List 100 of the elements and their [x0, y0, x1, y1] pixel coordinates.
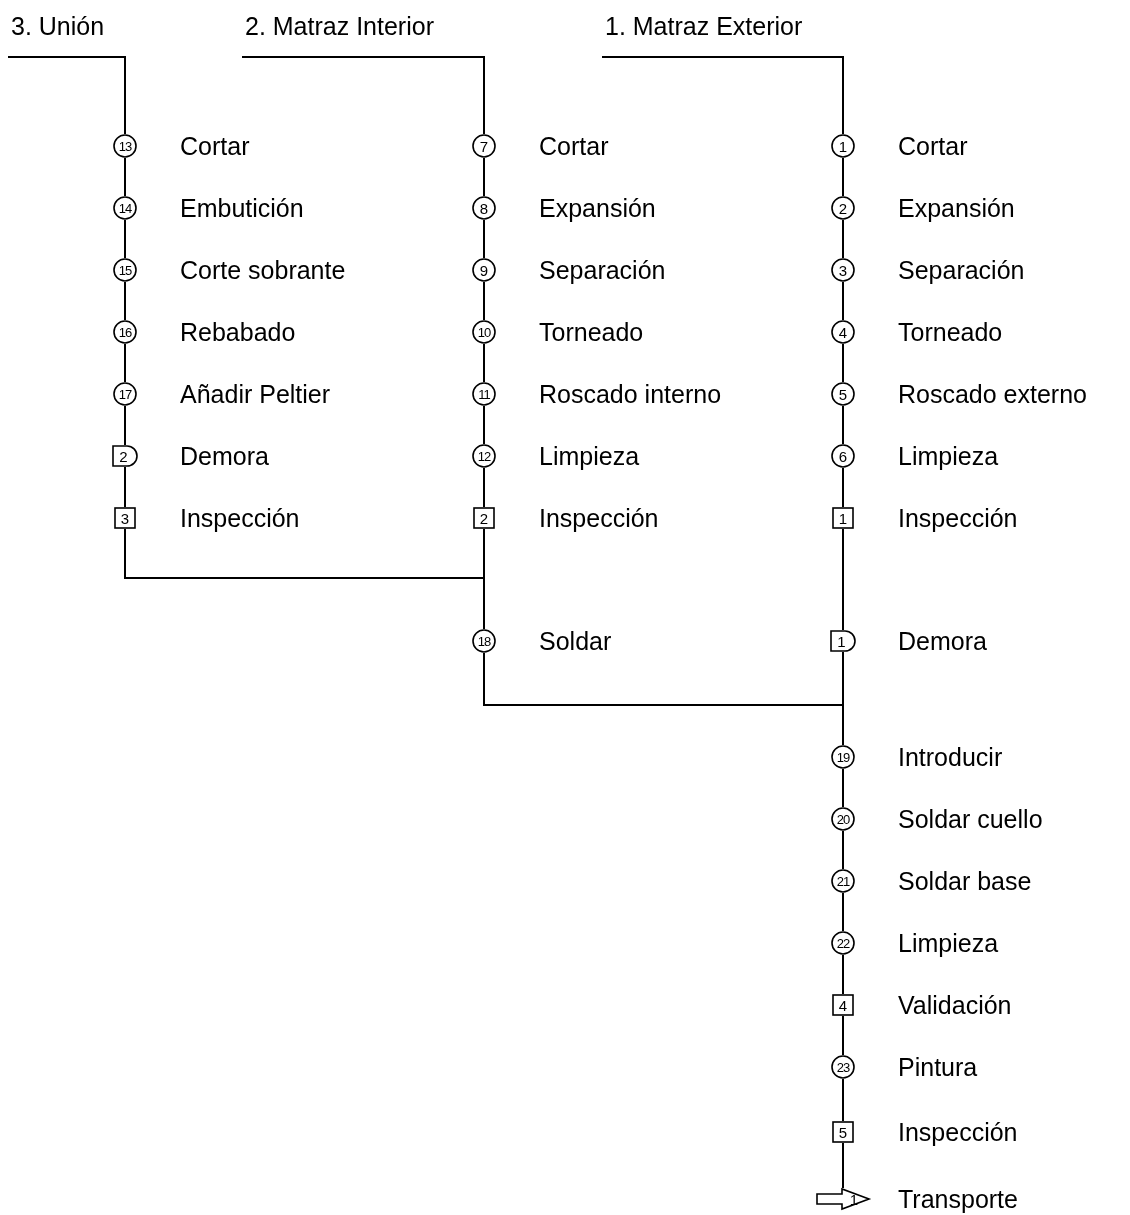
- step-number: 15: [118, 263, 132, 277]
- step-label: Expansión: [898, 193, 1015, 224]
- step-label: Cortar: [180, 131, 250, 162]
- connector-line: [842, 892, 844, 932]
- operation-symbol: [472, 258, 496, 282]
- step-number: 5: [838, 1124, 848, 1140]
- step-number: 12: [477, 449, 491, 463]
- step-number: 11: [478, 387, 490, 401]
- operation-symbol: [472, 444, 496, 468]
- operation-symbol: [831, 869, 855, 893]
- connector-line: [842, 528, 844, 631]
- step-label: Limpieza: [539, 441, 640, 472]
- operation-symbol: [831, 745, 855, 769]
- operation-symbol: [831, 444, 855, 468]
- connector-line: [483, 343, 485, 383]
- inspection-symbol: [473, 507, 495, 529]
- step-label: Roscado externo: [898, 379, 1087, 410]
- step-label: Cortar: [898, 131, 968, 162]
- transport-symbol: [816, 1188, 870, 1210]
- step-label: Roscado interno: [539, 379, 722, 410]
- step-number: 2: [119, 448, 128, 464]
- connector-line: [483, 157, 485, 197]
- inspection-symbol: [114, 507, 136, 529]
- step-number: 3: [120, 510, 130, 526]
- step-number: 1: [838, 510, 848, 526]
- step-label: Rebabado: [180, 317, 296, 348]
- step-label: Demora: [898, 626, 987, 657]
- connector-line: [483, 405, 485, 445]
- inspection-symbol: [832, 1121, 854, 1143]
- step-number: 8: [479, 200, 489, 216]
- step-label: Inspección: [898, 503, 1018, 534]
- step-number: 1: [837, 633, 846, 649]
- operation-symbol: [831, 931, 855, 955]
- inspection-symbol: [832, 507, 854, 529]
- step-label: Demora: [180, 441, 269, 472]
- step-label: Separación: [898, 255, 1025, 286]
- connector-line: [842, 281, 844, 321]
- step-number: 18: [477, 634, 491, 648]
- connector-line: [241, 56, 485, 135]
- connector-line: [124, 405, 126, 446]
- operation-symbol: [113, 134, 137, 158]
- step-number: 2: [838, 200, 848, 216]
- connector-line: [124, 157, 126, 197]
- connector-line: [842, 830, 844, 870]
- step-label: Limpieza: [898, 928, 999, 959]
- operation-symbol: [472, 382, 496, 406]
- connector-line: [842, 467, 844, 508]
- connector-line: [483, 219, 485, 259]
- step-label: Expansión: [539, 193, 656, 224]
- step-label: Pintura: [898, 1052, 978, 1083]
- step-number: 4: [838, 324, 848, 340]
- step-number: 17: [118, 387, 132, 401]
- operation-symbol: [113, 258, 137, 282]
- operation-symbol: [831, 320, 855, 344]
- delay-symbol: [112, 445, 138, 467]
- step-label: Soldar cuello: [898, 804, 1043, 835]
- step-label: Inspección: [898, 1117, 1018, 1148]
- connector-line: [483, 528, 485, 630]
- operation-symbol: [831, 1055, 855, 1079]
- step-number: 23: [836, 1060, 850, 1074]
- step-label: Soldar base: [898, 866, 1032, 897]
- step-label: Corte sobrante: [180, 255, 346, 286]
- step-number: 19: [836, 750, 850, 764]
- process-heading: 1. Matraz Exterior: [602, 6, 843, 57]
- step-number: 21: [836, 874, 850, 888]
- step-number: 2: [479, 510, 489, 526]
- operation-symbol: [831, 807, 855, 831]
- connector-line: [842, 954, 844, 995]
- connector-line: [124, 343, 126, 383]
- process-heading: 3. Unión: [8, 6, 125, 57]
- step-number: 6: [838, 448, 848, 464]
- step-label: Separación: [539, 255, 666, 286]
- step-label: Embutición: [180, 193, 304, 224]
- connector-line: [842, 405, 844, 445]
- connector-line: [842, 1015, 844, 1056]
- step-number: 1: [838, 138, 848, 154]
- connector-line: [842, 651, 844, 746]
- inspection-symbol: [832, 994, 854, 1016]
- operation-symbol: [472, 134, 496, 158]
- step-number: 16: [118, 325, 132, 339]
- connector-line: [842, 1078, 844, 1122]
- step-number: 14: [118, 201, 132, 215]
- connector-line: [842, 343, 844, 383]
- operation-symbol: [113, 382, 137, 406]
- step-label: Introducir: [898, 742, 1003, 773]
- step-label: Inspección: [180, 503, 300, 534]
- step-number: 4: [838, 997, 848, 1013]
- connector-line: [842, 1142, 844, 1189]
- step-label: Inspección: [539, 503, 659, 534]
- step-label: Soldar: [539, 626, 612, 657]
- operation-symbol: [831, 196, 855, 220]
- step-label: Torneado: [898, 317, 1003, 348]
- connector-line: [124, 219, 126, 259]
- operation-symbol: [831, 258, 855, 282]
- step-label: Torneado: [539, 317, 644, 348]
- operation-symbol: [472, 320, 496, 344]
- step-label: Transporte: [898, 1184, 1018, 1215]
- connector-line: [7, 56, 126, 135]
- step-label: Añadir Peltier: [180, 379, 331, 410]
- step-number: 10: [477, 325, 491, 339]
